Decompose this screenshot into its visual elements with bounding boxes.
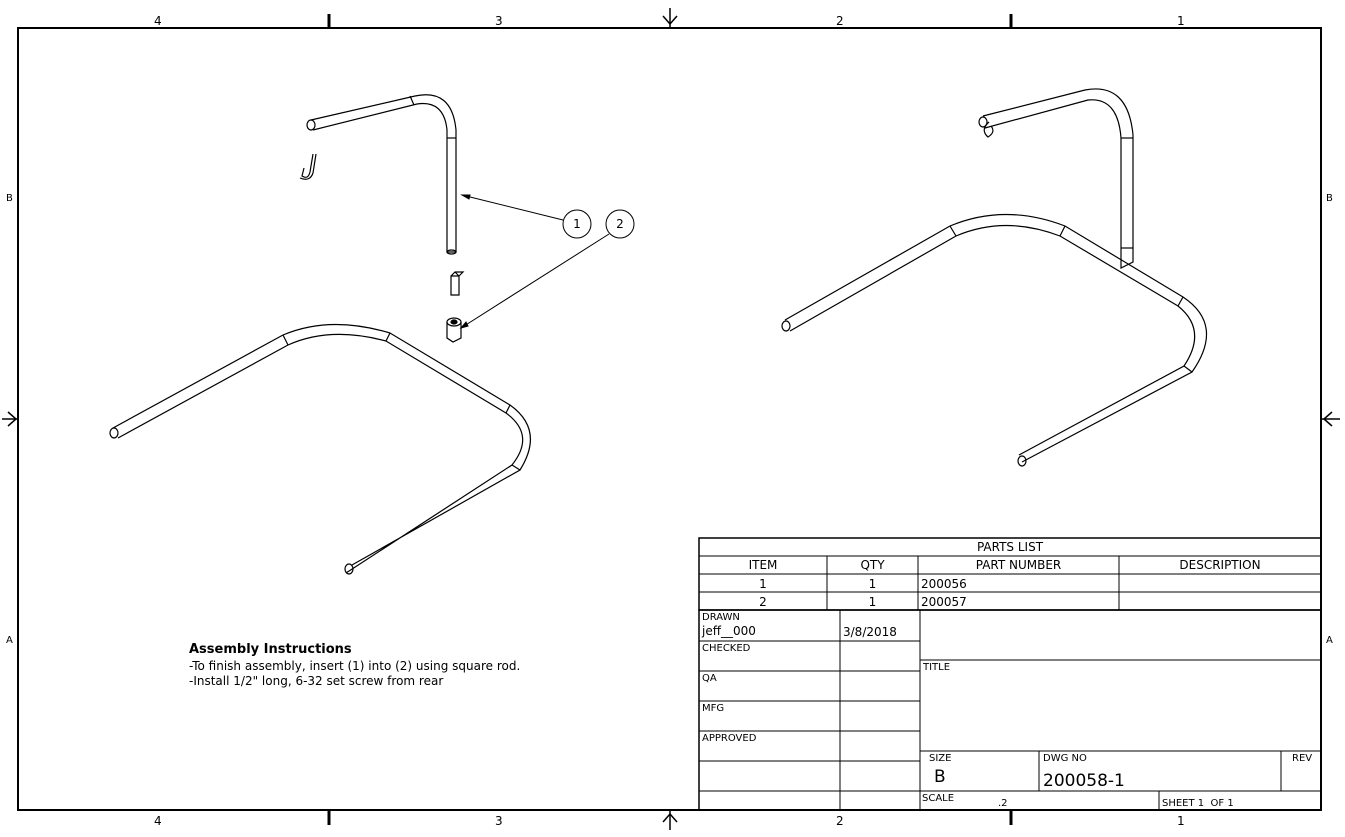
zone-top-4: 4 — [154, 14, 162, 28]
balloon-group — [459, 194, 635, 329]
assembled-hook — [983, 121, 994, 138]
row-1-part-number: 200056 — [921, 577, 967, 591]
assembled-u-base — [784, 213, 1207, 463]
col-header-description: DESCRIPTION — [1179, 558, 1261, 572]
zone-bottom-2: 2 — [836, 814, 844, 828]
drawn-label: DRAWN — [702, 612, 740, 623]
zone-right-a: A — [1326, 635, 1333, 646]
approved-label: APPROVED — [702, 733, 757, 744]
u-base-tube — [112, 323, 531, 574]
drawn-by: jeff__000 — [702, 624, 756, 638]
balloon-2-label: 2 — [616, 217, 624, 231]
sheet-border — [17, 27, 1322, 811]
parts-list-grid — [698, 537, 1322, 611]
zone-bottom-3: 3 — [495, 814, 503, 828]
size-label: SIZE — [929, 753, 952, 764]
assembled-upright — [982, 88, 1134, 269]
balloon-2 — [605, 209, 635, 239]
dwg-no-label: DWG NO — [1043, 753, 1087, 764]
leader-2 — [460, 233, 610, 329]
rev-label: REV — [1292, 753, 1313, 764]
assembly-instruction-line: -Install 1/2" long, 6-32 set screw from … — [189, 674, 444, 688]
zone-ticks — [327, 14, 1013, 825]
exploded-view — [109, 94, 531, 575]
zone-top-2: 2 — [836, 14, 844, 28]
square-rod-part — [450, 271, 465, 296]
checked-label: CHECKED — [702, 643, 751, 654]
row-1-item: 1 — [759, 577, 767, 591]
row-2-qty: 1 — [868, 595, 877, 609]
zone-bottom-4: 4 — [154, 814, 162, 828]
scale-value: .2 — [998, 798, 1008, 809]
title-block-grid — [698, 609, 1322, 811]
balloon-1 — [562, 209, 592, 239]
assembled-view — [781, 88, 1207, 467]
zone-right-b: B — [1326, 193, 1333, 204]
coupling-part-2 — [446, 322, 462, 343]
row-2-part-number: 200057 — [921, 595, 967, 609]
mfg-label: MFG — [702, 703, 725, 714]
upright-tube-part-1 — [310, 94, 457, 253]
zone-left-a: A — [6, 635, 13, 646]
col-header-part-number: PART NUMBER — [975, 558, 1062, 572]
assembly-instruction-line: -To finish assembly, insert (1) into (2)… — [189, 659, 521, 673]
scale-label: SCALE — [922, 793, 955, 804]
dwg-no-value: 200058-1 — [1043, 771, 1125, 791]
col-header-item: ITEM — [748, 558, 778, 572]
row-1-qty: 1 — [868, 577, 877, 591]
zone-bottom-1: 1 — [1177, 814, 1185, 828]
assembly-instructions-title: Assembly Instructions — [189, 642, 352, 657]
qa-label: QA — [702, 673, 717, 684]
size-value: B — [934, 767, 946, 787]
leader-1 — [461, 194, 564, 221]
zone-top-1: 1 — [1177, 14, 1185, 28]
col-header-qty: QTY — [860, 558, 885, 572]
row-2-item: 2 — [759, 595, 767, 609]
center-marks — [2, 8, 1340, 830]
title-label: TITLE — [923, 662, 951, 673]
zone-left-b: B — [6, 193, 13, 204]
hook-part — [299, 153, 317, 180]
sheet-text: SHEET 1 OF 1 — [1162, 798, 1234, 809]
parts-list-title: PARTS LIST — [976, 540, 1044, 554]
balloon-1-label: 1 — [573, 217, 581, 231]
drawn-date: 3/8/2018 — [843, 625, 897, 639]
zone-top-3: 3 — [495, 14, 503, 28]
